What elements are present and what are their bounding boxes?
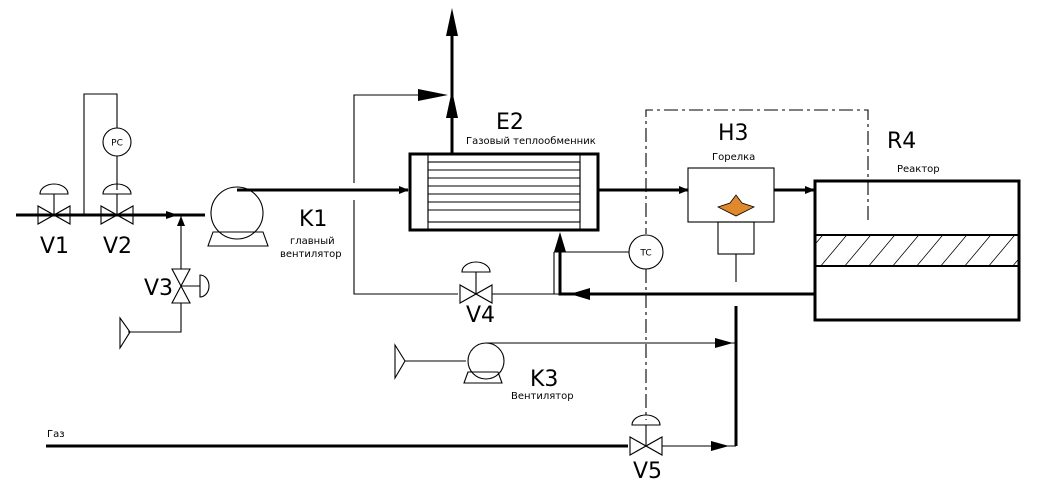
pc-label: PC [111, 139, 123, 149]
valve-v3[interactable] [171, 268, 210, 304]
valve-v2-label: V2 [103, 234, 132, 259]
pc-signal-loop [83, 93, 118, 215]
valve-v3-label: V3 [144, 276, 173, 301]
k3-tag: K3 [530, 367, 558, 392]
reactor-r4[interactable] [813, 179, 1021, 322]
valve-v5-label: V5 [633, 459, 662, 484]
k1-desc-line2: вентилятор [280, 249, 342, 260]
temperature-controller-tc[interactable]: TC [628, 234, 664, 270]
k1-desc-line1: главный [290, 236, 335, 247]
h3-desc: Горелка [712, 152, 755, 163]
gas-label: Газ [47, 429, 65, 440]
e2-desc: Газовый теплообменник [466, 136, 596, 147]
bypass-bottom-line [353, 200, 458, 295]
valve-v5[interactable] [629, 414, 663, 456]
fan-k3[interactable] [463, 342, 505, 384]
main-fan-k1[interactable] [207, 186, 269, 247]
valve-v4[interactable] [459, 261, 493, 304]
valve-v1-label: V1 [40, 234, 69, 259]
r4-signal-line [645, 109, 869, 234]
e2-tag: E2 [496, 110, 524, 135]
burner-h3[interactable] [687, 167, 775, 255]
r4-desc: Реактор [897, 164, 940, 175]
v3-branch-line [119, 215, 185, 350]
h3-tag: H3 [718, 121, 749, 146]
valve-v4-label: V4 [466, 303, 495, 328]
pressure-controller-pc[interactable]: PC [102, 127, 132, 157]
r4-tag: R4 [887, 129, 916, 154]
tc-label: TC [639, 249, 651, 259]
air-intake-line [394, 343, 466, 381]
r4-return-line [558, 238, 815, 296]
bypass-top-line [353, 94, 446, 183]
inlet-line [16, 211, 205, 219]
valve-v2[interactable] [100, 183, 134, 225]
heat-exchanger-e2[interactable] [408, 152, 600, 232]
k3-desc: Вентилятор [511, 391, 574, 402]
k1-tag: K1 [299, 207, 327, 232]
valve-v1[interactable] [37, 183, 71, 225]
